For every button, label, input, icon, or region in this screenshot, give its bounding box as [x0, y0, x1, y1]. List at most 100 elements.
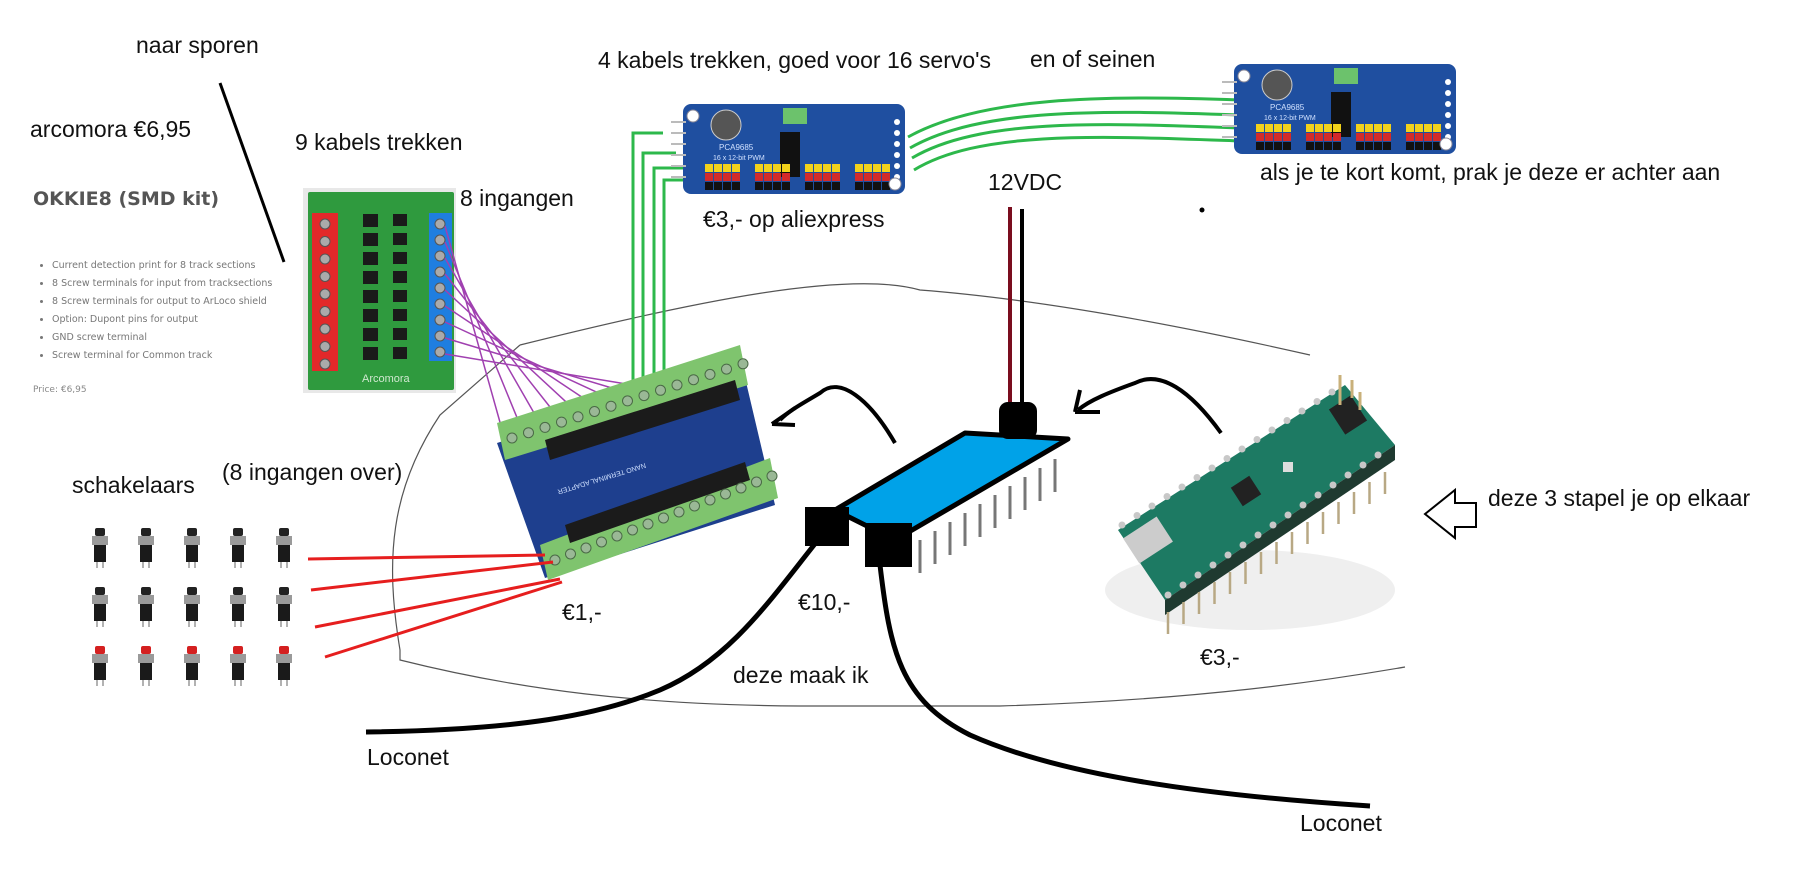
pin-header-yellow [1265, 124, 1273, 132]
side-pad [894, 152, 900, 158]
push-button-switch [138, 646, 154, 686]
screw-terminal [605, 400, 617, 412]
button-cap [141, 646, 151, 654]
pin-header-black [1256, 142, 1264, 150]
screw-terminal [539, 421, 551, 433]
pin-header-red [1256, 133, 1264, 141]
screw-terminal [766, 470, 778, 482]
button-cap [95, 646, 105, 654]
screw-terminal [737, 358, 749, 370]
button-body [278, 604, 290, 621]
pin-header-yellow [814, 164, 822, 172]
pin-header-red [823, 173, 831, 181]
pin-header-yellow [1274, 124, 1282, 132]
purple-wire [444, 241, 522, 428]
pin-pad [1193, 474, 1201, 481]
pin-header-black [1424, 142, 1432, 150]
screw [434, 218, 446, 230]
pin-header-red [732, 173, 740, 181]
pin-header-yellow [1356, 124, 1364, 132]
hollow-arrow-left-icon [1423, 487, 1477, 541]
smd-chip [393, 328, 407, 340]
stray-dot [1199, 207, 1205, 213]
button-nut [276, 654, 292, 663]
push-button-switch [92, 646, 108, 686]
push-button-switch [92, 587, 108, 627]
pin-header-red [873, 173, 881, 181]
smd-chip [393, 214, 407, 226]
label-loconet-left: Loconet [367, 744, 449, 770]
pin-pad [1344, 471, 1352, 479]
curved-arrow-left [770, 385, 897, 445]
pin-header-black [1415, 142, 1423, 150]
pin-header-black [1433, 142, 1441, 150]
push-button-switch [230, 646, 246, 686]
button-body [186, 663, 198, 680]
green-wire [907, 96, 1241, 139]
pin-header-yellow [873, 164, 881, 172]
pin-header-yellow [773, 164, 781, 172]
pin-header-black [782, 182, 790, 190]
pin-header-red [882, 173, 890, 181]
loconet-cable-right [877, 564, 1371, 809]
loconet-module [805, 402, 1071, 573]
pin-header-red [1356, 133, 1364, 141]
button-nut [92, 654, 108, 663]
pin-pad [1239, 541, 1247, 549]
pin-pad [1283, 417, 1291, 424]
green-wire [911, 123, 1241, 160]
pin-header-red [1406, 133, 1414, 141]
label-naar-sporen: naar sporen [136, 32, 259, 58]
purple-wire [444, 353, 648, 389]
pin-header-black [732, 182, 740, 190]
okkie-title: OKKIE8 (SMD kit) [33, 188, 220, 210]
pin-header-red [1333, 133, 1341, 141]
pin-pad [1253, 436, 1261, 443]
chip-sublabel: 16 x 12-bit PWM [1264, 115, 1316, 122]
screw-terminal [523, 427, 534, 439]
smd-chip [393, 252, 407, 264]
push-button-switch [276, 587, 292, 627]
pin-pad [1118, 521, 1126, 529]
screw-terminal [589, 406, 600, 417]
green-wire [631, 131, 663, 385]
pin-pad [1238, 445, 1246, 453]
label-nano-price: €3,- [1200, 644, 1240, 670]
smd-chip [393, 233, 407, 245]
chip-label: PCA9685 [1270, 103, 1305, 112]
purple-wire [444, 337, 630, 394]
pin-header-red [773, 173, 781, 181]
pin-header-black [855, 182, 863, 190]
green-wire [913, 135, 1241, 172]
label-9-kabels: 9 kabels trekken [295, 129, 463, 155]
label-schakelaars: schakelaars [72, 472, 195, 498]
loconet-cable-left [365, 538, 820, 735]
button-nut [276, 536, 292, 545]
screw [434, 266, 446, 278]
okkie-price: Price: €6,95 [33, 385, 87, 395]
green-wire [662, 178, 703, 372]
pin-header-yellow [1306, 124, 1314, 132]
button-body [140, 545, 152, 562]
screw [434, 282, 446, 294]
pin-header-yellow [782, 164, 790, 172]
pin-header-red [782, 173, 790, 181]
optocoupler-chip [363, 328, 378, 341]
push-button-switch [92, 528, 108, 568]
pin-header-red [1306, 133, 1314, 141]
side-pad [894, 119, 900, 125]
pin-pad [1328, 388, 1336, 396]
loconet-jack-1 [805, 507, 849, 546]
button-cap [279, 587, 289, 595]
screw-terminal [638, 390, 650, 402]
pin-pad [1178, 483, 1186, 491]
push-button-switch [230, 528, 246, 568]
screw-terminal [673, 506, 685, 518]
button-body [94, 545, 106, 562]
pin-header-red [1324, 133, 1332, 141]
pin-header-red [1424, 133, 1432, 141]
pin-header-black [1333, 142, 1341, 150]
mount-hole [1237, 69, 1251, 83]
screw-terminal [506, 432, 518, 444]
pin-header-black [805, 182, 813, 190]
